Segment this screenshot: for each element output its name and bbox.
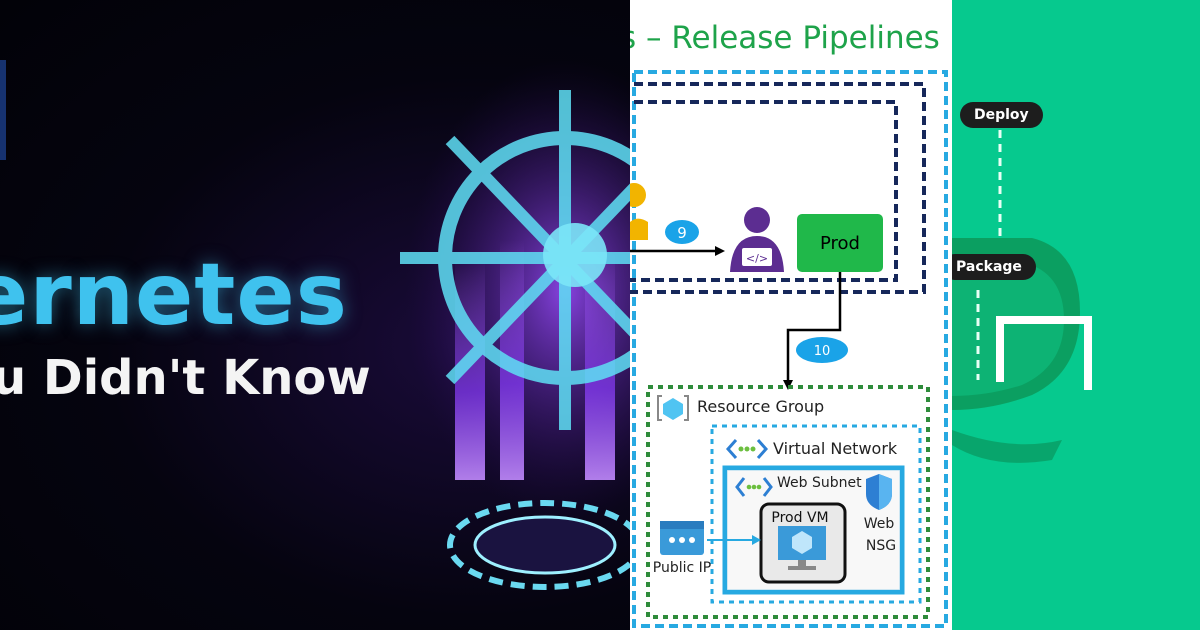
loop-frame — [996, 316, 1092, 390]
virtual-network-label: Virtual Network — [773, 439, 898, 458]
diagram-title: s – Release Pipelines — [630, 20, 940, 56]
nsg-label-line2: NSG — [866, 538, 896, 554]
virtual-network-box — [710, 424, 922, 604]
vm-monitor-icon — [778, 526, 826, 570]
virtual-network-icon — [725, 439, 769, 459]
banner-title: ernetes — [0, 245, 348, 345]
resource-group-box — [646, 385, 930, 619]
devops-loop-panel: Deploy Package — [952, 0, 1200, 630]
resource-group-label: Resource Group — [697, 397, 824, 416]
deploy-stage-pill: Deploy — [960, 102, 1043, 128]
blue-edge-accent — [0, 60, 6, 160]
loop-ring — [952, 262, 1064, 396]
helm-wheel-illustration — [400, 60, 630, 590]
developer-icon: </> — [730, 207, 784, 272]
arrow-head — [715, 246, 725, 256]
pedestal-inner — [473, 515, 617, 575]
deploy-connector — [786, 272, 842, 382]
prod-stage-label: Prod — [820, 233, 860, 254]
web-subnet-icon — [735, 477, 773, 497]
public-ip-icon — [660, 521, 704, 555]
banner-subtitle: u Didn't Know — [0, 350, 371, 406]
approver-icon — [630, 183, 646, 207]
step-9-badge — [665, 220, 699, 244]
pedestal-ring — [447, 500, 630, 590]
pipeline-boundary-inner — [630, 100, 898, 282]
public-ip-label: Public IP — [653, 560, 711, 576]
kubernetes-banner-panel: ernetes u Didn't Know — [0, 0, 630, 630]
svg-text:</>: </> — [746, 252, 768, 265]
package-stage-pill: Package — [952, 254, 1036, 280]
step-10-label: 10 — [814, 344, 831, 359]
loop-ring-bottom — [952, 430, 1062, 463]
web-subnet-label: Web Subnet — [777, 475, 862, 491]
devops-loop-graphic — [952, 130, 1092, 463]
prod-vm-label: Prod VM — [771, 510, 828, 526]
resource-group-icon — [657, 395, 689, 421]
web-subnet-box — [722, 465, 905, 595]
step-9-label: 9 — [677, 224, 687, 242]
wheel-hub — [543, 223, 607, 287]
nsg-label-line1: Web — [864, 516, 895, 532]
step-10-badge — [796, 337, 848, 363]
arrow-head — [752, 535, 761, 545]
outer-boundary — [632, 70, 948, 628]
pipeline-boundary-outer — [630, 82, 926, 294]
prod-stage-box — [797, 214, 883, 272]
nsg-shield-highlight — [879, 474, 892, 510]
release-pipeline-diagram-panel: s – Release Pipelines 9 </> Prod 10 — [630, 0, 952, 630]
approver-body — [630, 218, 648, 240]
pipeline-diagram: 9 </> Prod 10 Resource Group — [630, 70, 948, 628]
